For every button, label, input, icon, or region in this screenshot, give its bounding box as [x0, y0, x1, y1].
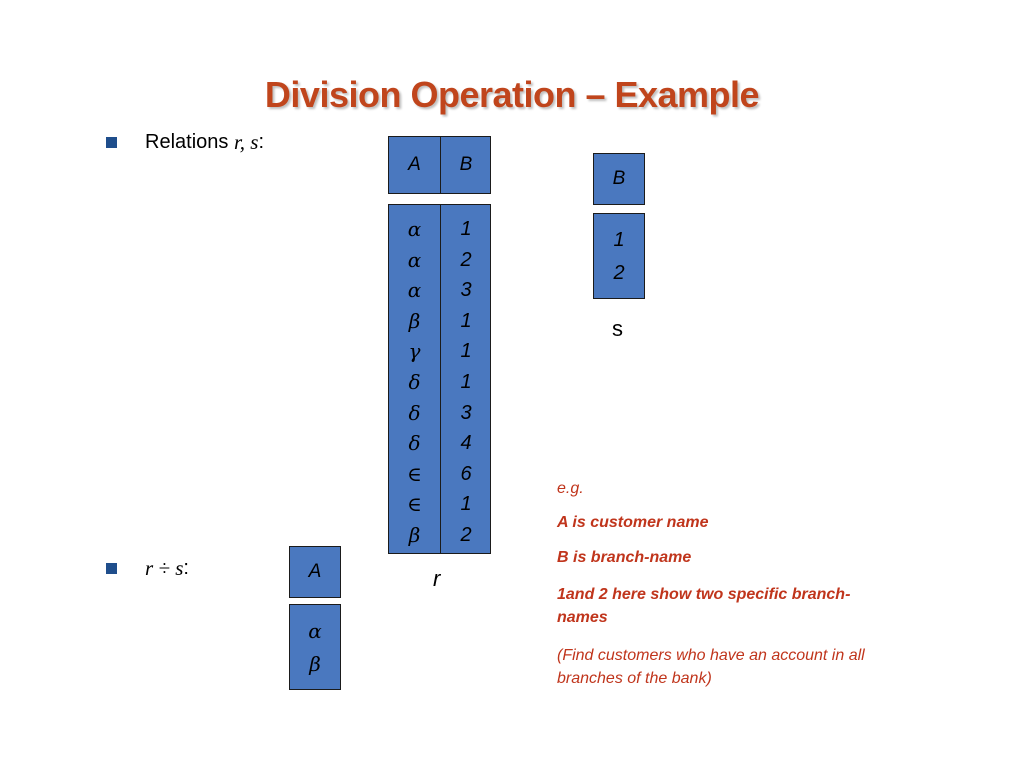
relation-r-cell-b: 1 [460, 370, 472, 393]
relation-r-cell-a: α [407, 247, 422, 272]
note-line-2: B is branch-name [557, 549, 692, 566]
relation-s-cell: 1 [613, 229, 625, 251]
result-cell: β [309, 652, 321, 676]
relation-r-cell-a: ∈ [407, 492, 422, 517]
note-line-4a: (Find customers who have an account in a… [557, 647, 865, 664]
relation-r-cell-b: 4 [460, 432, 472, 455]
relation-s-cell: 2 [613, 262, 625, 284]
relation-r-cell-b: 3 [460, 401, 472, 424]
bullet-relations: Relations r, s: [106, 130, 264, 155]
relation-s-caption: s [612, 316, 623, 341]
relation-r-caption: r [433, 566, 441, 591]
note-line-3a: 1and 2 here show two specific branch- [557, 586, 851, 603]
relation-r-cell-b: 2 [460, 523, 472, 546]
relation-r-cell-a: γ [408, 339, 421, 364]
relation-r-cell-b: 3 [460, 279, 472, 302]
note-eg: e.g. [557, 480, 584, 497]
relation-r-cell-a: δ [408, 369, 421, 394]
relation-r-cell-a: α [407, 217, 422, 241]
result-header: A [289, 546, 341, 598]
relation-s-header: B [593, 153, 645, 205]
relation-r-column-b: 1 2 3 1 1 1 3 4 6 1 2 [441, 205, 491, 553]
relation-r-cell-a: ∈ [407, 461, 422, 486]
note-line-1: A is customer name [557, 514, 709, 531]
bullet-relations-prefix: Relations [145, 131, 229, 153]
relation-r-cell-a: β [408, 308, 421, 333]
bullet-relations-suffix: : [258, 131, 265, 153]
result-header-a: A [308, 561, 322, 582]
result-cell: α [308, 619, 322, 643]
relation-r-header-b: B [459, 154, 473, 175]
note-line-4b: branches of the bank) [557, 670, 712, 687]
relation-r-cell-b: 2 [460, 248, 472, 271]
bullet-division: r ÷ s: [106, 556, 189, 581]
bullet-division-suffix: : [183, 557, 189, 579]
relation-r-header-a: A [408, 154, 421, 175]
relation-r-header: A B [388, 136, 491, 194]
relation-r-cell-b: 1 [460, 218, 472, 240]
relation-s-header-b: B [612, 168, 626, 189]
note-line-3b: names [557, 609, 608, 626]
bullet-square-icon [106, 137, 117, 148]
relation-r-cell-b: 1 [460, 309, 472, 332]
relation-r-cell-a: δ [408, 431, 421, 456]
relation-r-cell-a: β [408, 522, 421, 547]
bullet-division-expr: r ÷ s [145, 556, 184, 580]
slide-title: Division Operation – Example [264, 74, 760, 115]
bullet-square-icon [106, 563, 117, 574]
relation-r-cell-b: 1 [460, 340, 472, 363]
bullet-relations-vars: r, s [233, 130, 259, 154]
relation-r-cell-a: δ [408, 400, 421, 425]
relation-r-cell-b: 6 [460, 462, 472, 485]
relation-r-cell-b: 1 [460, 493, 472, 516]
relation-r-cell-a: α [407, 278, 422, 303]
